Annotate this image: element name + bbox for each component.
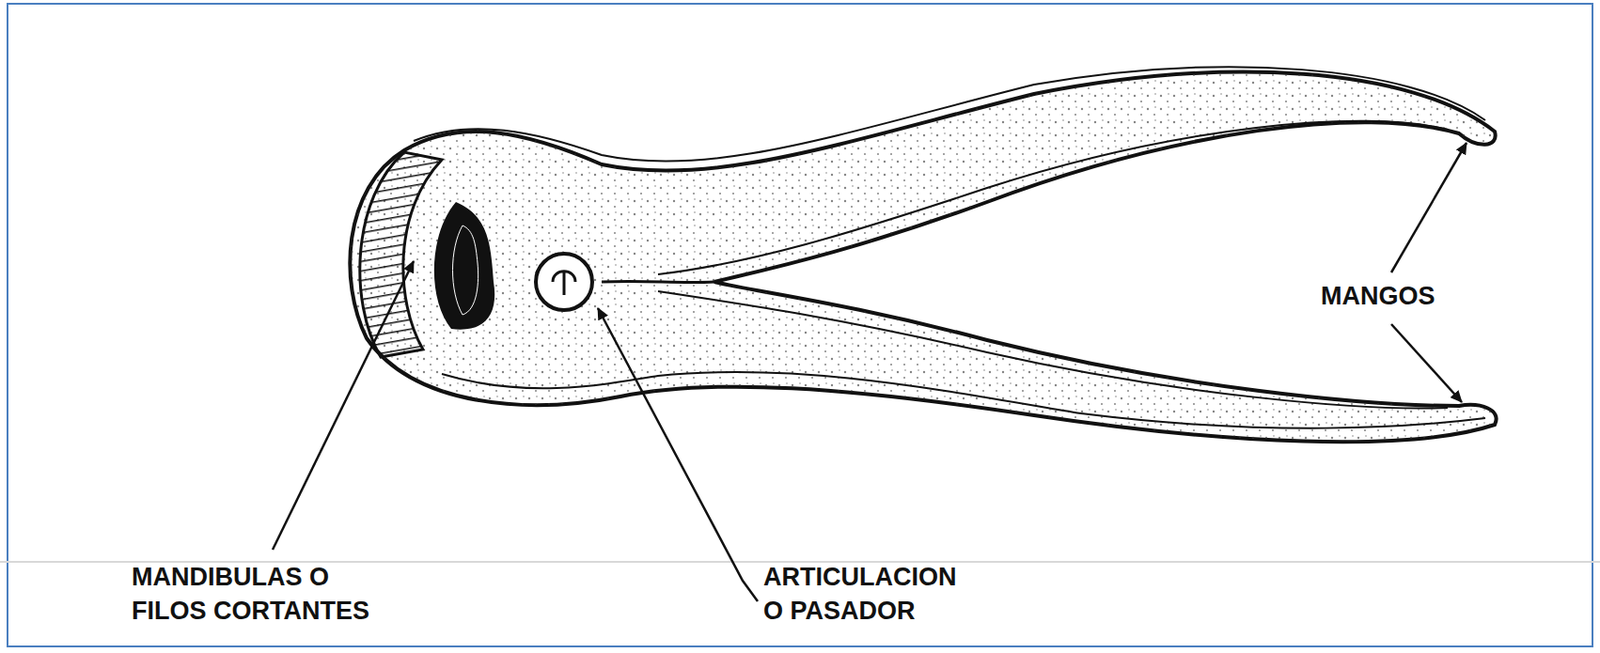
part-label: MANGOS bbox=[1320, 279, 1436, 314]
part-label: MANDIBULAS O FILOS CORTANTES bbox=[131, 560, 400, 628]
part-label: ARTICULACION O PASADOR bbox=[763, 560, 978, 628]
